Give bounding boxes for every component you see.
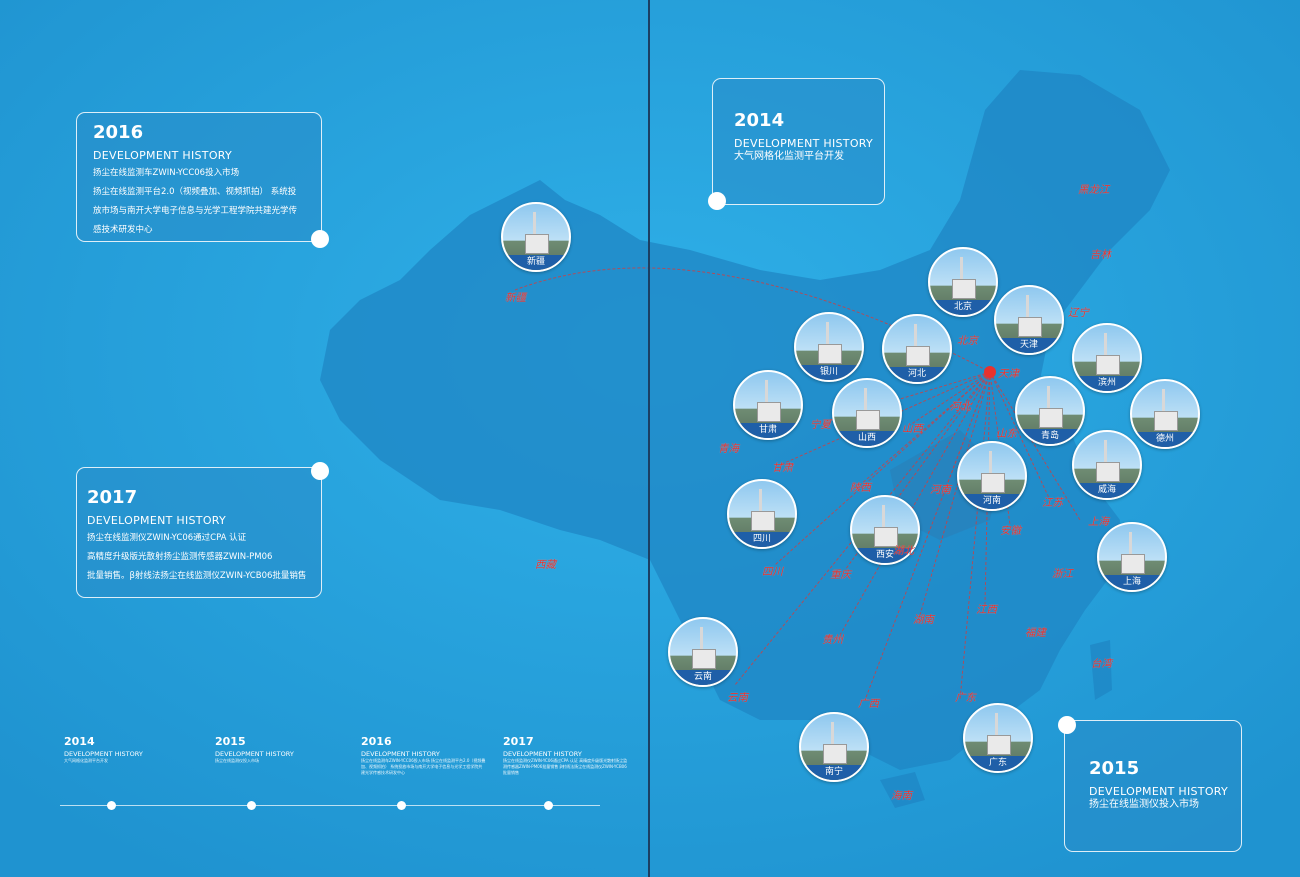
box-dot — [708, 192, 726, 210]
province-label: 广西 — [858, 698, 879, 710]
site-photo-gansu: 甘肃 — [733, 370, 803, 440]
province-label: 辽宁 — [1068, 307, 1089, 319]
province-label: 青海 — [718, 443, 739, 455]
timeline-subtitle: DEVELOPMENT HISTORY — [64, 750, 143, 758]
province-label: 重庆 — [830, 569, 851, 581]
site-photo-sichuan: 四川 — [727, 479, 797, 549]
box-year: 2017 — [87, 487, 138, 508]
province-label: 湖北 — [893, 545, 914, 557]
province-label: 湖南 — [913, 614, 934, 626]
box-line: 扬尘在线监测仪ZWIN-YC06通过CPA 认证 — [87, 533, 247, 543]
timeline-item-2016: 2016 DEVELOPMENT HISTORY 扬尘在线监测车ZWIN-YCC… — [361, 735, 486, 776]
site-photo-weihai: 威海 — [1072, 430, 1142, 500]
box-subtitle: DEVELOPMENT HISTORY — [734, 137, 874, 150]
box-line: 扬尘在线监测车ZWIN-YCC06投入市场 — [93, 168, 240, 178]
timeline-item-2017: 2017 DEVELOPMENT HISTORY 扬尘在线监测仪ZWIN-YC0… — [503, 735, 628, 776]
timeline-item-2014: 2014 DEVELOPMENT HISTORY 大气网格化监测平台开发 — [64, 735, 184, 764]
box-line: 大气网格化监测平台开发 — [734, 151, 844, 162]
site-photo-yinchuan: 银川 — [794, 312, 864, 382]
province-label: 陕西 — [850, 482, 871, 494]
timeline-subtitle: DEVELOPMENT HISTORY — [503, 750, 582, 758]
province-label: 吉林 — [1090, 249, 1111, 261]
history-box-2016: 2016 DEVELOPMENT HISTORY 扬尘在线监测车ZWIN-YCC… — [76, 112, 322, 242]
province-label: 新疆 — [505, 292, 526, 304]
province-label: 福建 — [1025, 627, 1046, 639]
box-year: 2016 — [93, 122, 144, 143]
site-photo-shanxi: 山西 — [832, 378, 902, 448]
province-label: 海南 — [891, 790, 912, 802]
timeline-dot — [544, 801, 553, 810]
province-label: 山西 — [902, 423, 923, 435]
site-photo-tianjin: 天津 — [994, 285, 1064, 355]
box-dot — [1058, 716, 1076, 734]
site-photo-yunnan: 云南 — [668, 617, 738, 687]
province-label: 上海 — [1088, 516, 1109, 528]
site-photo-nanning: 南宁 — [799, 712, 869, 782]
province-label: 河南 — [930, 484, 951, 496]
history-box-2017: 2017 DEVELOPMENT HISTORY 扬尘在线监测仪ZWIN-YC0… — [76, 467, 322, 598]
history-box-2015: 2015 DEVELOPMENT HISTORY 扬尘在线监测仪投入市场 — [1064, 720, 1242, 852]
box-line: 放市场与南开大学电子信息与光学工程学院共建光学传 — [93, 206, 298, 216]
site-photo-binzhou: 滨州 — [1072, 323, 1142, 393]
site-photo-henan: 河南 — [957, 441, 1027, 511]
timeline-dot — [247, 801, 256, 810]
province-label: 山东 — [996, 428, 1017, 440]
timeline-text: 扬尘在线监测仪ZWIN-YC06通过CPA 认证 高精度升级版光散射扬尘监测传感… — [503, 758, 628, 775]
province-label: 广东 — [955, 692, 976, 704]
province-label: 西藏 — [535, 559, 556, 571]
site-photo-qingdao: 青岛 — [1015, 376, 1085, 446]
site-photo-hebei: 河北 — [882, 314, 952, 384]
site-photo-beijing: 北京 — [928, 247, 998, 317]
history-box-2014: 2014 DEVELOPMENT HISTORY 大气网格化监测平台开发 — [712, 78, 885, 205]
province-label: 浙江 — [1052, 568, 1073, 580]
province-label: 云南 — [727, 692, 748, 704]
box-line: 批量销售。β射线法扬尘在线监测仪ZWIN-YCB06批量销售 — [87, 571, 307, 581]
box-subtitle: DEVELOPMENT HISTORY — [93, 149, 233, 162]
box-line: 高精度升级版光散射扬尘监测传感器ZWIN-PM06 — [87, 552, 273, 562]
box-year: 2015 — [1089, 758, 1140, 779]
box-line: 扬尘在线监测仪投入市场 — [1089, 799, 1199, 810]
province-label: 黑龙江 — [1078, 184, 1110, 196]
timeline-year: 2016 — [361, 735, 392, 748]
box-dot — [311, 462, 329, 480]
timeline-dot — [397, 801, 406, 810]
site-photo-xian: 西安 — [850, 495, 920, 565]
timeline-dot — [107, 801, 116, 810]
box-year: 2014 — [734, 110, 785, 131]
province-label: 河北 — [950, 401, 971, 413]
tianjin-hub-marker — [984, 366, 996, 378]
timeline-text: 扬尘在线监测仪投入市场 — [215, 758, 259, 763]
province-label: 甘肃 — [772, 462, 793, 474]
timeline-year: 2017 — [503, 735, 534, 748]
site-photo-dezhou: 德州 — [1130, 379, 1200, 449]
timeline-item-2015: 2015 DEVELOPMENT HISTORY 扬尘在线监测仪投入市场 — [215, 735, 335, 764]
box-subtitle: DEVELOPMENT HISTORY — [1089, 785, 1229, 798]
timeline-year: 2015 — [215, 735, 246, 748]
timeline-year: 2014 — [64, 735, 95, 748]
timeline-subtitle: DEVELOPMENT HISTORY — [361, 750, 440, 758]
province-label: 安徽 — [1000, 525, 1021, 537]
province-label: 北京 — [957, 335, 978, 347]
site-photo-shanghai: 上海 — [1097, 522, 1167, 592]
province-label: 天津 — [998, 368, 1019, 380]
site-photo-guangdong: 广东 — [963, 703, 1033, 773]
site-photo-xinjiang: 新疆 — [501, 202, 571, 272]
box-line: 扬尘在线监测平台2.0（视频叠加、视频抓拍） 系统投 — [93, 187, 297, 197]
province-label: 贵州 — [822, 634, 843, 646]
page-spine — [648, 0, 650, 877]
timeline-text: 扬尘在线监测车ZWIN-YCC06投入市场 扬尘在线监测平台2.0（视频叠加、视… — [361, 758, 486, 775]
province-label: 江苏 — [1042, 497, 1063, 509]
timeline-line — [60, 805, 600, 806]
province-label: 四川 — [762, 566, 783, 578]
box-dot — [311, 230, 329, 248]
province-label: 江西 — [976, 604, 997, 616]
timeline-subtitle: DEVELOPMENT HISTORY — [215, 750, 294, 758]
province-label: 宁夏 — [810, 419, 831, 431]
box-subtitle: DEVELOPMENT HISTORY — [87, 514, 227, 527]
province-label: 台湾 — [1091, 658, 1112, 670]
timeline-text: 大气网格化监测平台开发 — [64, 758, 108, 763]
box-line: 感技术研发中心 — [93, 225, 153, 235]
